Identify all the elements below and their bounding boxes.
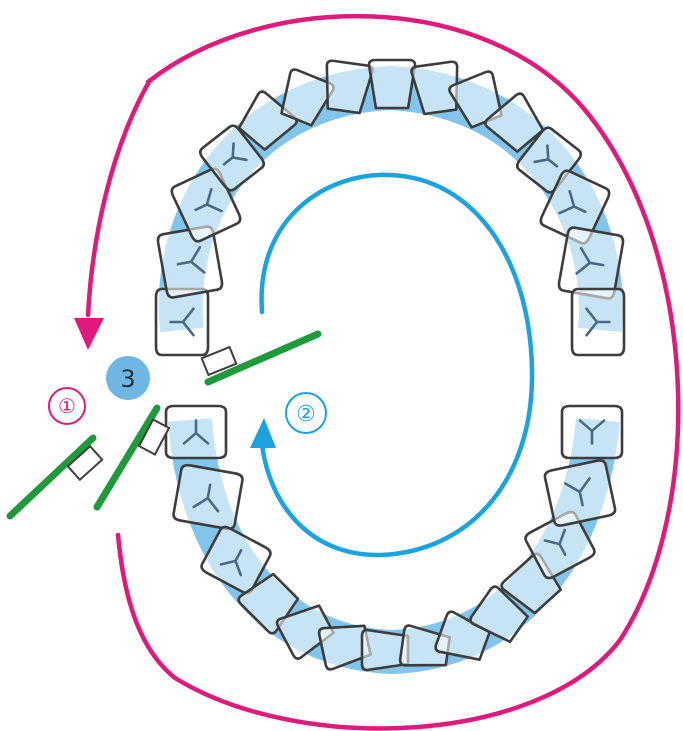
inner-arrow-head-icon (250, 418, 276, 448)
lower-tooth (166, 406, 226, 458)
lower-tooth (173, 464, 244, 530)
toothbrush-upper (202, 334, 318, 382)
upper-tooth (157, 226, 223, 299)
upper-tooth (572, 289, 624, 355)
step-3-badge: 3 (106, 356, 150, 400)
lower-tooth (544, 459, 616, 527)
step-2-label: ② (296, 402, 316, 427)
upper-tooth (369, 60, 415, 108)
outer-brushing-path-arrow (118, 16, 678, 728)
toothbrush-left (10, 438, 102, 516)
upper-tooth (156, 289, 208, 355)
step-3-label: 3 (120, 365, 135, 393)
inner-brushing-path-arrow (262, 175, 533, 555)
step-1-marker: ① (49, 388, 85, 424)
lower-tooth (562, 406, 622, 458)
outer-path-lead (88, 80, 150, 315)
step-1-label: ① (58, 394, 76, 418)
toothbrush-middle (97, 408, 169, 507)
outer-arrow-head-icon (74, 318, 104, 350)
step-2-marker: ② (286, 393, 326, 433)
